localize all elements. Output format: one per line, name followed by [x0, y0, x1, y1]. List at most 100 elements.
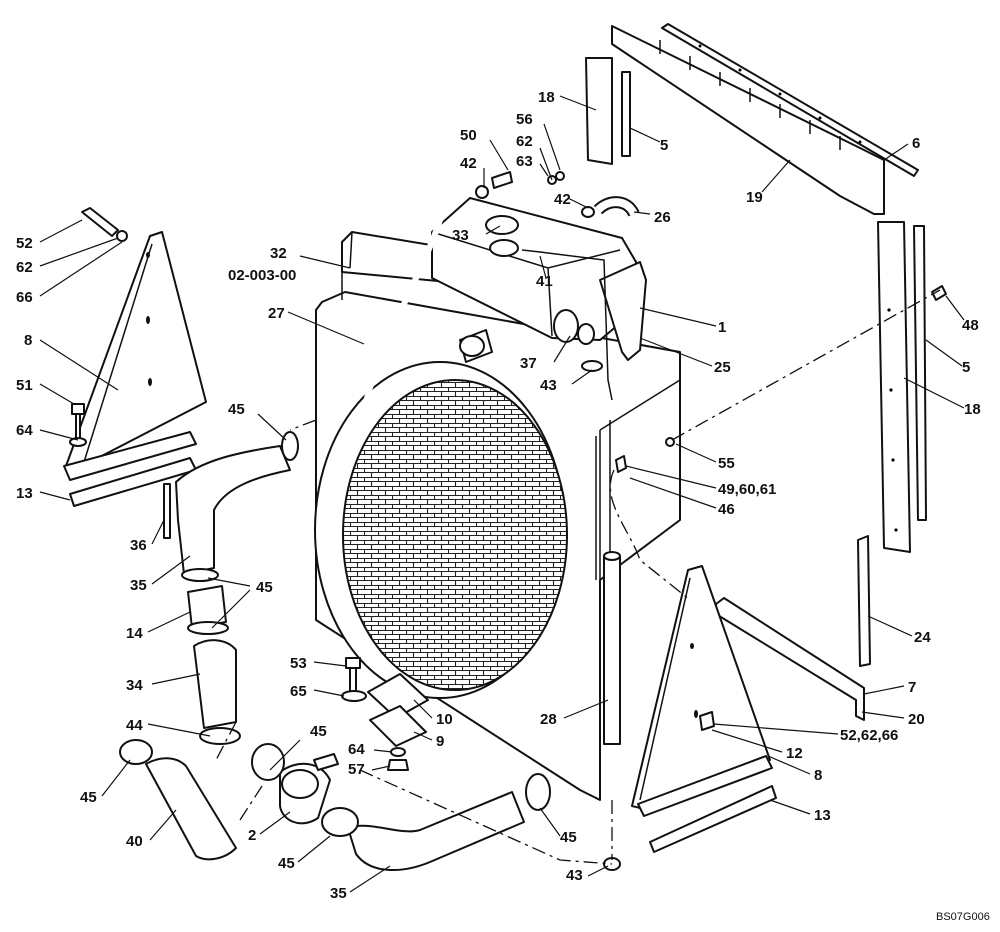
label-5: 5 — [660, 137, 668, 154]
radiator-inlet-pipe — [459, 329, 493, 363]
label-26: 26 — [654, 209, 671, 226]
label-44: 44 — [126, 717, 143, 734]
fan-shroud — [314, 361, 568, 699]
label-25: 25 — [714, 359, 731, 376]
label-13: 13 — [814, 807, 831, 824]
label-8: 8 — [814, 767, 822, 784]
bolt-53 — [341, 657, 367, 702]
label-45: 45 — [228, 401, 245, 418]
reference-code: BS07G006 — [936, 911, 990, 923]
label-42: 42 — [554, 191, 571, 208]
pad-10 — [367, 673, 429, 719]
label-62: 62 — [516, 133, 533, 150]
label-7: 7 — [908, 679, 916, 696]
hose-34 — [193, 639, 237, 729]
label-8: 8 — [24, 332, 32, 349]
clamp-45-elbow — [251, 743, 285, 781]
label-65: 65 — [290, 683, 307, 700]
label-18: 18 — [964, 401, 981, 418]
label-24: 24 — [914, 629, 931, 646]
leader-lines — [39, 95, 965, 893]
label-1: 1 — [718, 319, 726, 336]
label-34: 34 — [126, 677, 143, 694]
label-12: 12 — [786, 745, 803, 762]
label-45: 45 — [278, 855, 295, 872]
clip-52-62-66 — [699, 711, 715, 731]
clamp-45-right — [525, 773, 551, 811]
overflow-pipe-27 — [361, 179, 483, 411]
strip-36 — [163, 483, 171, 539]
strip-6 — [661, 23, 919, 177]
label-5: 5 — [962, 359, 970, 376]
label-33: 33 — [452, 227, 469, 244]
strip-5-top — [621, 71, 631, 157]
hose-35-upper — [175, 445, 291, 575]
label-53: 53 — [290, 655, 307, 672]
label-62: 62 — [16, 259, 33, 276]
label-6: 6 — [912, 135, 920, 152]
label-20: 20 — [908, 711, 925, 728]
hose-26 — [593, 196, 640, 218]
bolt-52-left — [81, 207, 128, 242]
pipe-28 — [603, 551, 621, 745]
label-45: 45 — [560, 829, 577, 846]
label-37: 37 — [520, 355, 537, 372]
clamp-45-hose40 — [119, 739, 153, 765]
label-51: 51 — [16, 377, 33, 394]
label-66: 66 — [16, 289, 33, 306]
label-2: 2 — [248, 827, 256, 844]
plate-18-right — [877, 221, 911, 553]
label-40: 40 — [126, 833, 143, 850]
plate-18-top — [585, 57, 613, 165]
bolt-51 — [69, 403, 87, 447]
hose-40 — [145, 757, 237, 861]
upper-cover-19 — [611, 25, 885, 215]
label-32: 32 — [270, 245, 287, 262]
label-63: 63 — [516, 153, 533, 170]
clamp-45-lower — [187, 621, 229, 635]
label-14: 14 — [126, 625, 143, 642]
label-49-60-61: 49,60,61 — [718, 481, 776, 498]
elbow-2 — [279, 753, 339, 825]
label-02-003-00: 02-003-00 — [228, 267, 296, 284]
label-18: 18 — [538, 89, 555, 106]
label-42: 42 — [460, 155, 477, 172]
label-28: 28 — [540, 711, 557, 728]
hose-14 — [187, 585, 227, 629]
strip-5-right — [913, 225, 927, 521]
expansion-tank-1 — [431, 197, 647, 401]
label-52: 52 — [16, 235, 33, 252]
label-35: 35 — [330, 885, 347, 902]
label-55: 55 — [718, 455, 735, 472]
part-labels: 52 62 66 8 51 64 13 45 36 35 45 14 34 44… — [16, 89, 990, 923]
label-50: 50 — [460, 127, 477, 144]
label-10: 10 — [436, 711, 453, 728]
right-bar-13 — [649, 785, 777, 853]
clamp-44 — [199, 727, 241, 745]
label-43: 43 — [540, 377, 557, 394]
label-35: 35 — [130, 577, 147, 594]
label-52-62-66: 52,62,66 — [840, 727, 898, 744]
label-36: 36 — [130, 537, 147, 554]
bar-24 — [857, 535, 871, 667]
label-27: 27 — [268, 305, 285, 322]
assembly-lines — [215, 289, 941, 865]
label-64: 64 — [16, 422, 33, 439]
label-46: 46 — [718, 501, 735, 518]
label-45: 45 — [310, 723, 327, 740]
clamp-45-hose35 — [321, 807, 359, 837]
right-bracket-8 — [631, 565, 773, 817]
label-19: 19 — [746, 189, 763, 206]
label-45: 45 — [256, 579, 273, 596]
label-48: 48 — [962, 317, 979, 334]
hose-35-lower — [347, 791, 525, 871]
label-13: 13 — [16, 485, 33, 502]
label-64: 64 — [348, 741, 365, 758]
pad-9 — [369, 705, 427, 747]
clamp-45-upper — [281, 431, 299, 461]
label-9: 9 — [436, 733, 444, 750]
label-41: 41 — [536, 273, 553, 290]
label-56: 56 — [516, 111, 533, 128]
label-45: 45 — [80, 789, 97, 806]
